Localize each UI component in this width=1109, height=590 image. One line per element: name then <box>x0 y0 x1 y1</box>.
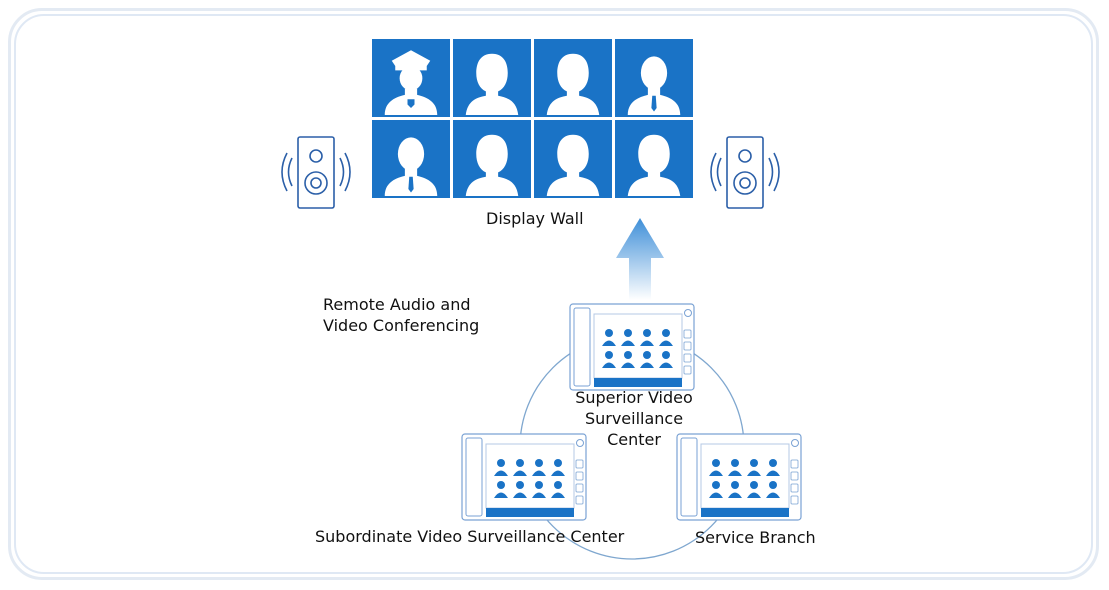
mini-person-blue <box>532 481 546 498</box>
wall-tile <box>453 120 531 198</box>
mini-person-blue <box>551 459 565 476</box>
mini-person-blue <box>747 459 761 476</box>
subordinate-terminal <box>461 433 587 521</box>
mini-person-blue <box>621 329 635 346</box>
inner-frame <box>14 14 1093 574</box>
up-arrow <box>616 218 664 300</box>
wall-tile <box>534 120 612 198</box>
wall-tile <box>534 39 612 117</box>
mini-person-blue <box>659 329 673 346</box>
service-branch-label: Service Branch <box>695 528 816 547</box>
mini-person-blue <box>766 459 780 476</box>
mini-person-blue <box>747 481 761 498</box>
conference-label-line1: Remote Audio and <box>323 295 471 314</box>
mini-person-blue <box>728 459 742 476</box>
wall-tile <box>453 39 531 117</box>
speaker-left-icon <box>281 136 351 209</box>
conference-label-line2: Video Conferencing <box>323 316 480 335</box>
mini-person-blue <box>709 459 723 476</box>
display-wall <box>372 39 693 198</box>
wall-tile <box>372 120 450 198</box>
mini-person-blue <box>640 329 654 346</box>
mini-person-blue <box>602 329 616 346</box>
wall-tile <box>615 39 693 117</box>
branch-terminal <box>676 433 802 521</box>
mini-person-blue <box>494 459 508 476</box>
superior-terminal <box>569 303 695 391</box>
mini-person-blue <box>659 351 673 368</box>
mini-person-blue <box>532 459 546 476</box>
superior-label-line1: Superior Video <box>575 388 693 407</box>
subordinate-label: Subordinate Video Surveillance Center <box>315 527 625 546</box>
mini-person-blue <box>709 481 723 498</box>
display-wall-title: Display Wall <box>486 209 584 228</box>
mini-person-blue <box>602 351 616 368</box>
mini-person-blue <box>513 481 527 498</box>
mini-person-blue <box>640 351 654 368</box>
mini-person-blue <box>766 481 780 498</box>
mini-person-blue <box>621 351 635 368</box>
superior-label-line3: Center <box>607 430 661 449</box>
outer-frame <box>8 8 1099 580</box>
mini-person-blue <box>513 459 527 476</box>
wall-tile <box>372 39 450 117</box>
mini-person-blue <box>494 481 508 498</box>
mini-person-blue <box>728 481 742 498</box>
mini-person-blue <box>551 481 565 498</box>
superior-label-line2: Surveillance <box>584 409 684 428</box>
speaker-right-icon <box>710 136 780 209</box>
wall-tile <box>615 120 693 198</box>
